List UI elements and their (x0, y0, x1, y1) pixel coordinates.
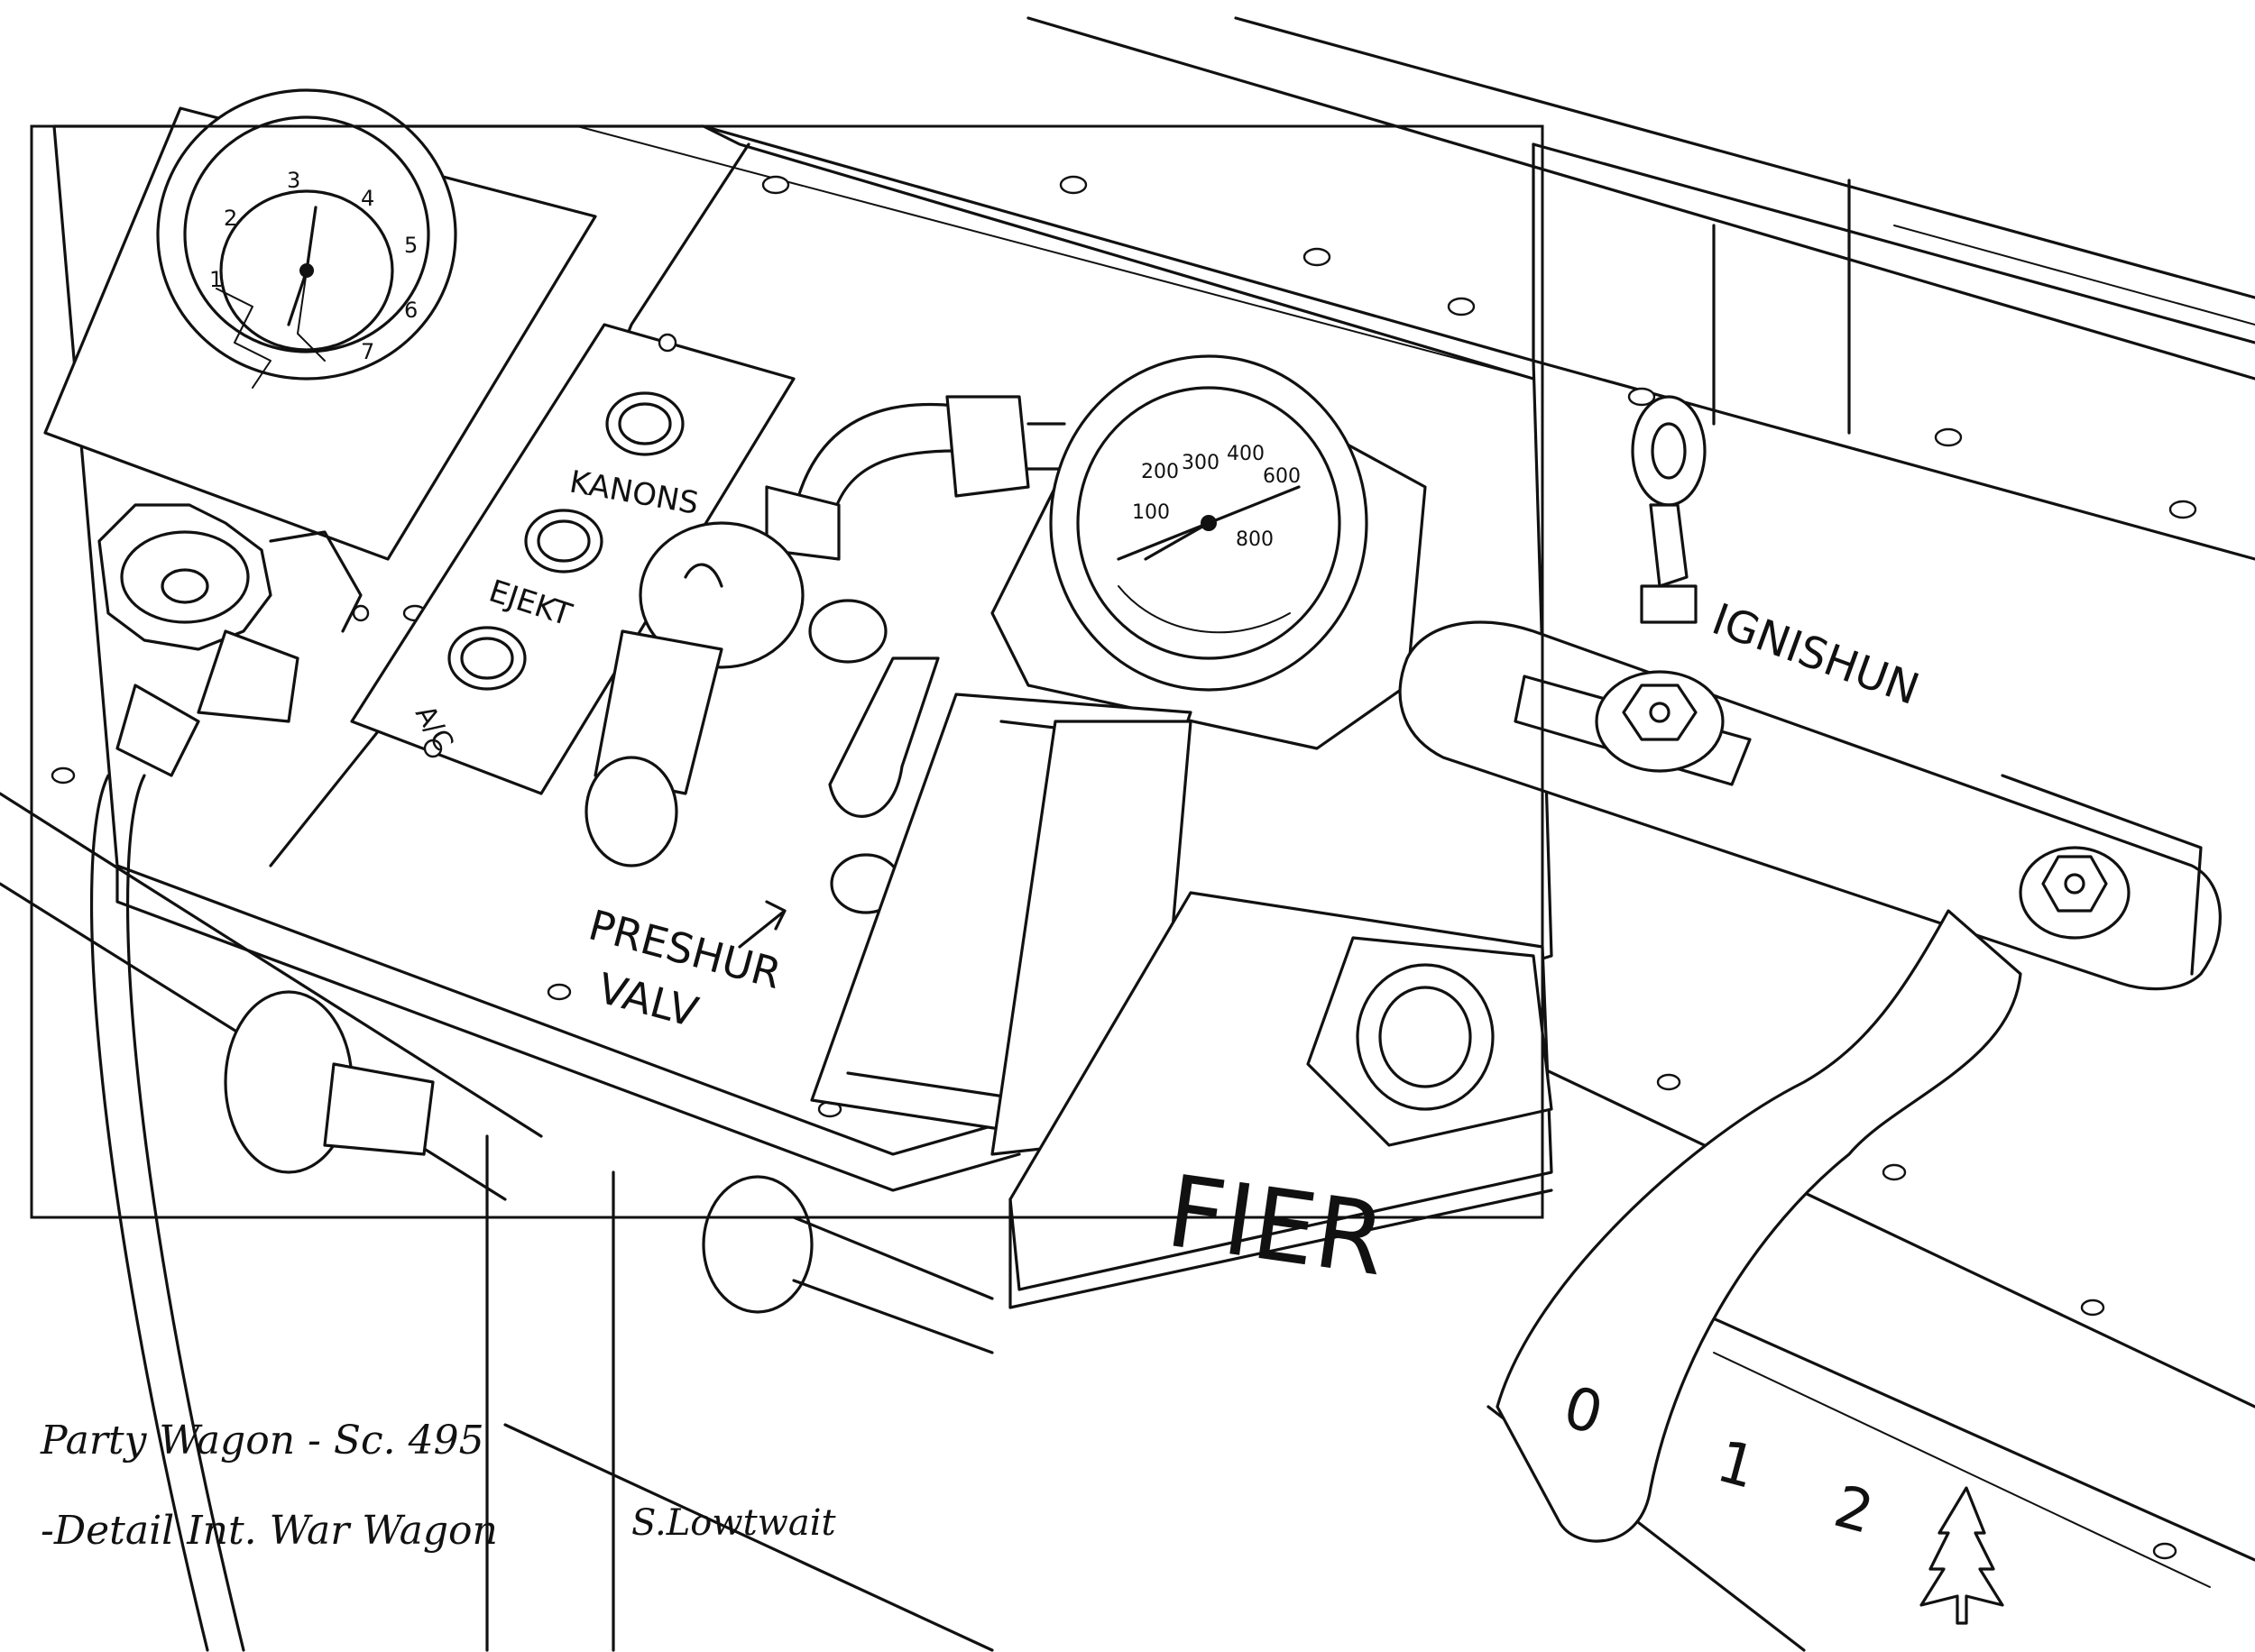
kanons-button[interactable] (605, 391, 685, 456)
ignition-key[interactable] (1631, 395, 1707, 624)
clock-number-4: 4 (361, 186, 374, 211)
clock-number-5: 5 (404, 233, 418, 258)
clock-number-1: 1 (209, 267, 223, 292)
ignition-hex-nut[interactable] (1595, 670, 1725, 773)
fire-lever[interactable] (1496, 774, 2203, 1543)
gauge-tick-800: 800 (1236, 528, 1274, 551)
fire-port[interactable] (1306, 936, 1553, 1147)
pine-tree-icon (1919, 1486, 2004, 1625)
lever-position-2: 2 (1827, 1473, 1880, 1547)
lever-position-1: 1 (1710, 1428, 1763, 1502)
camera-frame (30, 124, 1544, 1219)
ignition-label: IGNISHUN (1706, 594, 1926, 715)
ejekt-button[interactable] (524, 509, 603, 574)
clock-number-3: 3 (287, 168, 300, 193)
caption-line2: -Detail Int. War Wagon (41, 1508, 498, 1554)
ac-button[interactable] (447, 626, 527, 691)
clock-number-7: 7 (361, 339, 374, 364)
lower-rollers (224, 990, 994, 1354)
background-beams (0, 16, 2255, 1652)
clock-number-2: 2 (224, 206, 237, 231)
star-knob-valve (90, 503, 370, 1652)
artist-signature: S.Lowtwait (631, 1502, 837, 1544)
arrow-icon (738, 900, 787, 949)
gauge-tick-400: 400 (1227, 443, 1265, 465)
lever-hex-nut[interactable] (2019, 846, 2131, 940)
caption-line1: Party Wagon - Sc. 495 (40, 1418, 484, 1464)
gauge-tick-600: 600 (1263, 465, 1301, 488)
gauge-tick-100: 100 (1132, 501, 1170, 524)
pressure-valve-assembly (584, 395, 1066, 867)
gauge-tick-300: 300 (1182, 452, 1220, 474)
gauge-tick-200: 200 (1141, 461, 1179, 483)
clock-number-6: 6 (404, 298, 418, 323)
pressure-gauge: 100 200 300 400 600 800 (990, 354, 1427, 750)
cracked-clock-gauge: 1 2 3 4 5 6 7 (43, 88, 597, 561)
